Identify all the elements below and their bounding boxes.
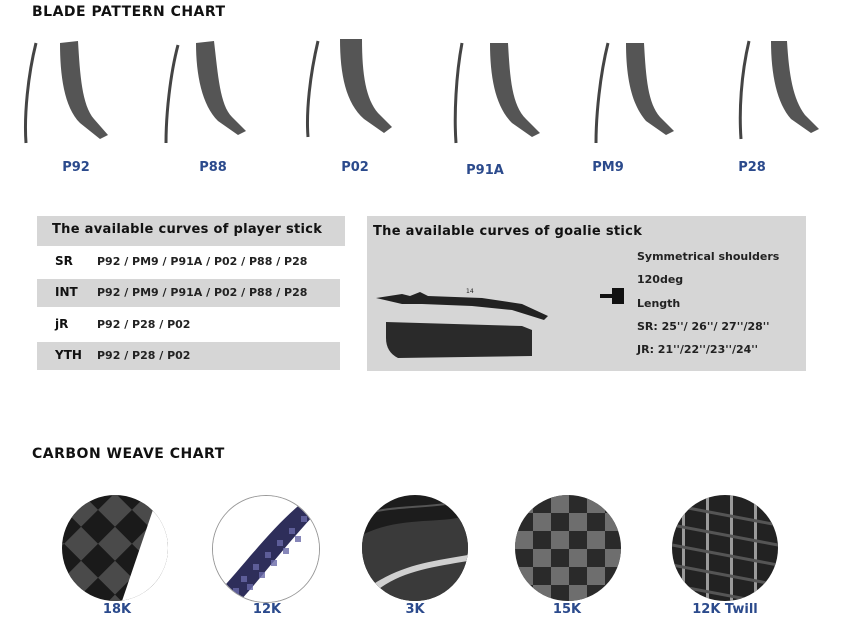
blade-image-3 <box>302 35 412 150</box>
table-row: SR P92 / PM9 / P91A / P02 / P88 / P28 <box>37 248 340 276</box>
blade-label-p28: P28 <box>738 160 766 175</box>
row-curves: P92 / PM9 / P91A / P02 / P88 / P28 <box>97 286 308 299</box>
player-curves-title: The available curves of player stick <box>52 222 323 237</box>
weave-image-15k <box>515 495 621 601</box>
goalie-spec-3: Length <box>637 297 681 310</box>
row-code: jR <box>55 317 69 331</box>
goalie-blade-number: 14 <box>466 288 474 295</box>
blade-chart-title: BLADE PATTERN CHART <box>32 4 226 20</box>
weave-image-12k <box>212 495 320 603</box>
blade-image-6 <box>735 35 845 150</box>
row-code: INT <box>55 285 78 299</box>
blade-label-p92: P92 <box>62 160 90 175</box>
player-curves-header: The available curves of player stick <box>37 216 345 246</box>
row-code: YTH <box>55 348 82 362</box>
goalie-stick-image: 14 <box>376 288 548 358</box>
weave-label-3k: 3K <box>405 602 425 617</box>
goalie-spec-5: JR: 21''/22''/23''/24'' <box>637 343 759 356</box>
row-curves: P92 / PM9 / P91A / P02 / P88 / P28 <box>97 255 308 268</box>
weave-label-12k: 12K <box>252 602 282 617</box>
weave-label-15k: 15K <box>552 602 582 617</box>
carbon-chart-title: CARBON WEAVE CHART <box>32 446 225 462</box>
blade-image-5 <box>590 35 700 150</box>
blade-label-p91a: P91A <box>466 163 504 178</box>
weave-image-12k-twill <box>672 495 778 601</box>
blade-label-pm9: PM9 <box>592 160 624 175</box>
blade-image-2 <box>160 35 270 150</box>
row-curves: P92 / P28 / P02 <box>97 349 191 362</box>
goalie-curves-title: The available curves of goalie stick <box>373 224 643 239</box>
row-code: SR <box>55 254 73 268</box>
table-row: YTH P92 / P28 / P02 <box>37 342 340 370</box>
goalie-spec-2: 120deg <box>637 273 684 286</box>
blade-image-4 <box>450 35 560 150</box>
goalie-stick-profile-icon <box>600 288 624 304</box>
goalie-spec-1: Symmetrical shoulders <box>637 250 780 263</box>
row-curves: P92 / P28 / P02 <box>97 318 191 331</box>
weave-image-18k <box>62 495 168 601</box>
table-row: jR P92 / P28 / P02 <box>37 311 340 339</box>
weave-image-3k <box>362 495 468 601</box>
blade-label-p88: P88 <box>199 160 227 175</box>
blade-image-1 <box>20 35 130 150</box>
blade-label-p02: P02 <box>341 160 369 175</box>
goalie-spec-4: SR: 25''/ 26''/ 27''/28'' <box>637 320 770 333</box>
weave-label-12k-twill: 12K Twill <box>692 602 758 617</box>
weave-label-18k: 18K <box>102 602 132 617</box>
table-row: INT P92 / PM9 / P91A / P02 / P88 / P28 <box>37 279 340 307</box>
